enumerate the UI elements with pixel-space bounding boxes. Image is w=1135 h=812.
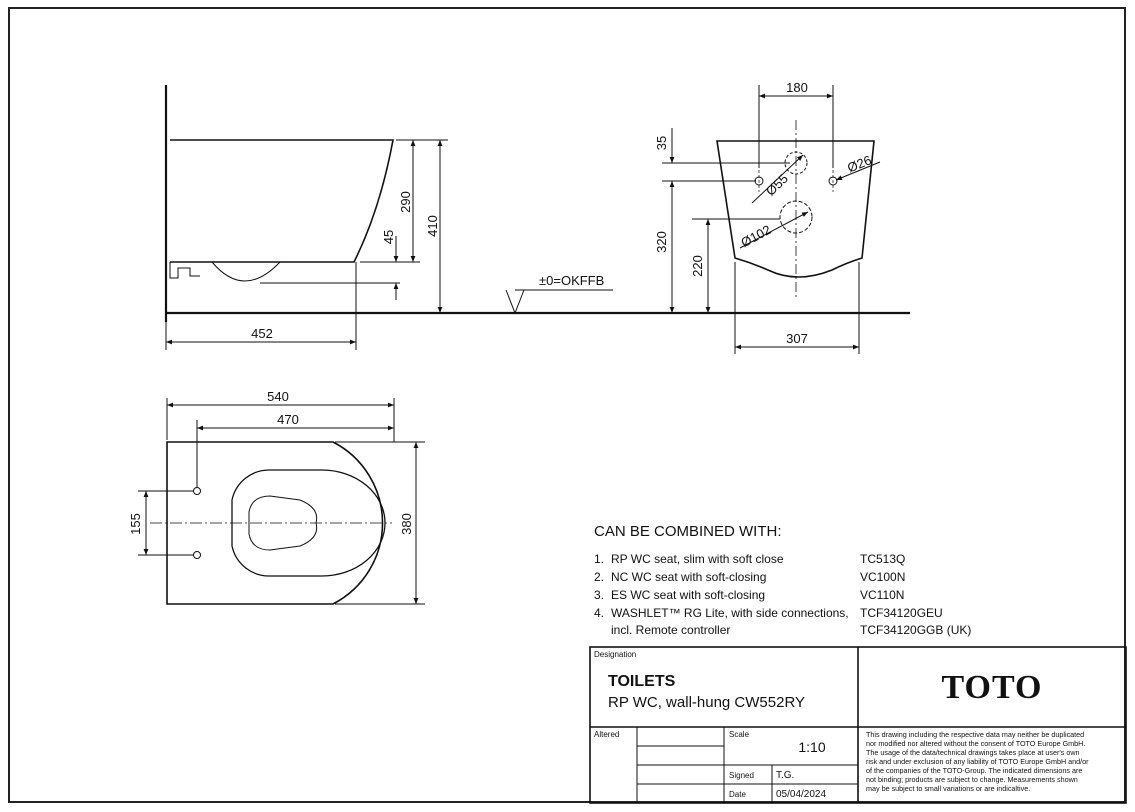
dim-410: 410 (425, 215, 440, 237)
toilet-top-outline (166, 441, 384, 605)
dim-220: 220 (690, 255, 705, 277)
dim-452: 452 (251, 326, 273, 341)
list-item: 2. NC WC seat with soft-closing VC100N (594, 570, 905, 584)
svg-text:risk and under exclusion of an: risk and under exclusion of any liabilit… (866, 757, 1089, 766)
toilet-side-profile (170, 139, 394, 263)
drawing-subtitle: RP WC, wall-hung CW552RY (608, 694, 805, 711)
dim-380: 380 (399, 513, 414, 535)
dim-45: 45 (381, 230, 396, 244)
date-value: 05/04/2024 (776, 789, 826, 800)
disclaimer: This drawing including the respective da… (866, 730, 1089, 793)
scale-value: 1:10 (798, 739, 825, 755)
top-view (138, 398, 425, 605)
svg-text:TCF34120GEU: TCF34120GEU (860, 606, 943, 620)
dim-290: 290 (398, 191, 413, 213)
dim-320: 320 (654, 231, 669, 253)
list-item: incl. Remote controller TCF34120GGB (UK) (611, 623, 971, 637)
toto-logo: TOTO (941, 669, 1042, 706)
title-block (589, 646, 1127, 804)
bowl-outer-outline (231, 469, 386, 577)
combined-heading: CAN BE COMBINED WITH: (594, 523, 782, 540)
dia-55: Ø55 (763, 171, 791, 199)
svg-text:1.: 1. (594, 552, 604, 566)
dia-102-leader (739, 211, 809, 249)
svg-text:incl. Remote controller: incl. Remote controller (611, 623, 730, 637)
dia-55-leader (751, 154, 804, 204)
svg-text:3.: 3. (594, 588, 604, 602)
floor-label: ±0=OKFFB (539, 273, 604, 288)
top-bolt-hole-bottom (193, 551, 201, 559)
outlet-arc (211, 261, 281, 282)
toilet-front-profile (716, 140, 875, 278)
front-view (662, 85, 881, 354)
signed-label: Signed (729, 771, 754, 780)
top-bolt-hole-top (193, 487, 201, 495)
svg-text:4.: 4. (594, 606, 604, 620)
side-view (164, 85, 910, 350)
svg-text:This drawing including the res: This drawing including the respective da… (866, 730, 1084, 739)
drawing-title: TOILETS (608, 673, 676, 690)
designation-label: Designation (594, 650, 636, 659)
signed-value: T.G. (776, 770, 794, 781)
dim-470: 470 (277, 412, 299, 427)
svg-text:not binding; products are subj: not binding; products are subject to cha… (866, 775, 1078, 784)
dim-180: 180 (786, 80, 808, 95)
dim-307: 307 (786, 331, 808, 346)
svg-text:VC100N: VC100N (860, 570, 905, 584)
dim-540: 540 (267, 389, 289, 404)
combined-with-section: CAN BE COMBINED WITH: 1. RP WC seat, sli… (594, 523, 971, 637)
dia-26-leader (835, 161, 881, 181)
svg-text:may be subject to small variat: may be subject to small variations or ar… (866, 784, 1030, 793)
svg-text:VC110N: VC110N (860, 588, 904, 602)
svg-text:2.: 2. (594, 570, 604, 584)
date-label: Date (729, 790, 746, 799)
svg-text:TC513Q: TC513Q (860, 552, 905, 566)
svg-text:The usage of the data/technica: The usage of the data/technical drawings… (866, 748, 1080, 757)
outlet-circle (779, 200, 813, 234)
svg-text:NC WC seat with soft-closing: NC WC seat with soft-closing (611, 570, 766, 584)
list-item: 3. ES WC seat with soft-closing VC110N (594, 588, 904, 602)
list-item: 4. WASHLET™ RG Lite, with side connectio… (594, 606, 943, 620)
svg-text:ES WC seat with soft-closing: ES WC seat with soft-closing (611, 588, 765, 602)
outlet-profile (169, 262, 200, 279)
svg-text:RP WC seat, slim with soft clo: RP WC seat, slim with soft close (611, 552, 784, 566)
dia-102: Ø102 (738, 222, 773, 250)
svg-text:nor modified nor altered witho: nor modified nor altered without the con… (866, 739, 1085, 748)
drawing-frame (8, 7, 1126, 803)
svg-text:of the companies of the TOTO-G: of the companies of the TOTO-Group. The … (866, 766, 1082, 775)
svg-text:TCF34120GGB (UK): TCF34120GGB (UK) (860, 623, 971, 637)
altered-label: Altered (594, 730, 619, 739)
dia-26: Ø26 (845, 152, 873, 175)
scale-label: Scale (729, 730, 750, 739)
dim-35: 35 (654, 136, 669, 150)
water-inlet-circle (784, 151, 808, 175)
list-item: 1. RP WC seat, slim with soft close TC51… (594, 552, 905, 566)
svg-text:WASHLET™ RG Lite, with side co: WASHLET™ RG Lite, with side connections, (611, 606, 849, 620)
dim-155: 155 (128, 513, 143, 535)
